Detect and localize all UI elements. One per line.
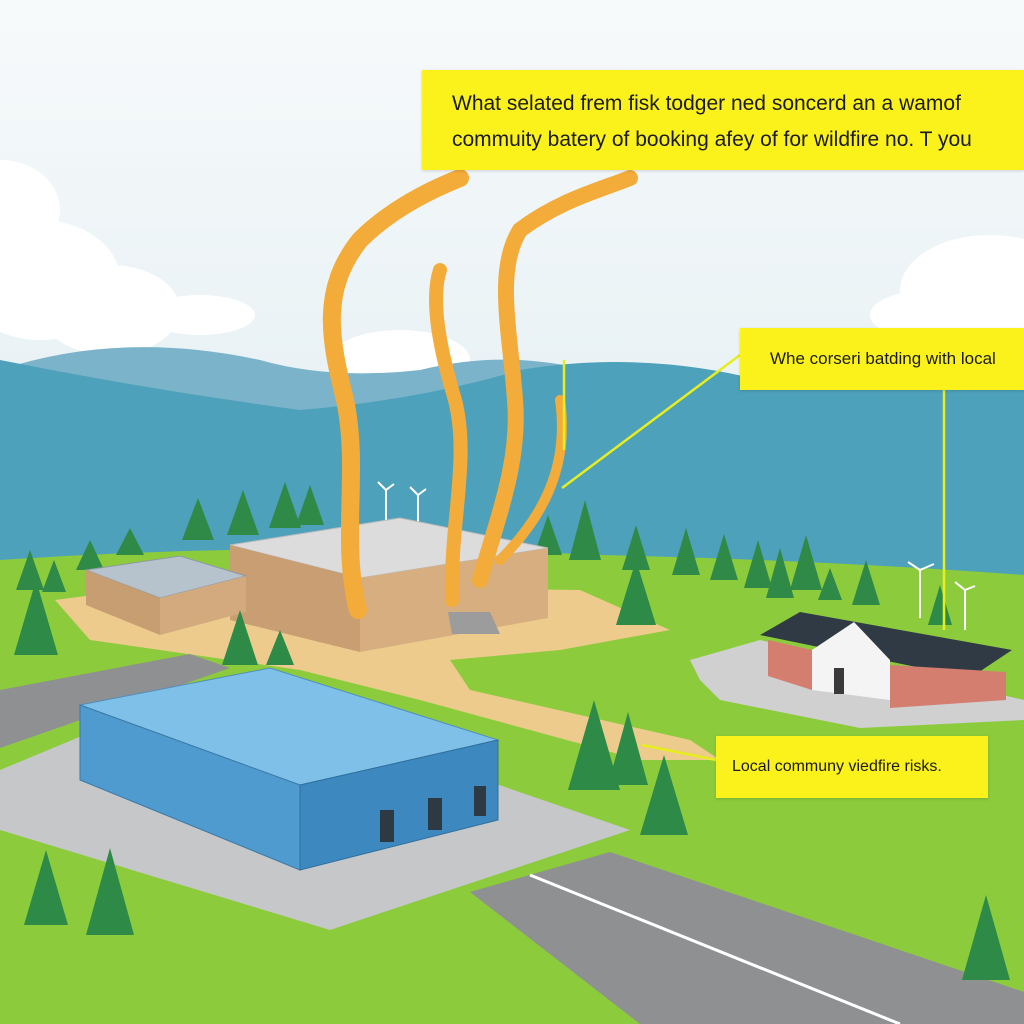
road-bottom-centerline xyxy=(529,873,901,1024)
battery-container-icon xyxy=(78,667,500,871)
cloud-right xyxy=(870,235,1024,345)
callout-top: What selated frem fisk todger ned soncer… xyxy=(422,70,1024,170)
callout-leader-lines xyxy=(561,353,946,762)
callout-right: Whe corseri batding with local xyxy=(740,328,1024,390)
callout-bottom: Local communy viedfire risks. xyxy=(716,736,988,798)
road-bottom xyxy=(470,852,1024,1024)
cloud-left xyxy=(0,160,255,355)
trees-background xyxy=(16,482,880,605)
wind-turbine-icon xyxy=(377,481,976,630)
callout-top-line-2: commuity batery of booking afey of for w… xyxy=(452,128,972,151)
trees-foreground xyxy=(14,560,1010,980)
smoke-plume-icon xyxy=(322,169,638,619)
callout-right-text: Whe corseri batding with local xyxy=(770,349,996,368)
sand-plaza xyxy=(55,585,720,760)
callout-bottom-text: Local communy viedfire risks. xyxy=(732,758,942,775)
callout-top-line-1: What selated frem fisk todger ned soncer… xyxy=(452,92,961,115)
community-house-icon xyxy=(760,612,1012,708)
